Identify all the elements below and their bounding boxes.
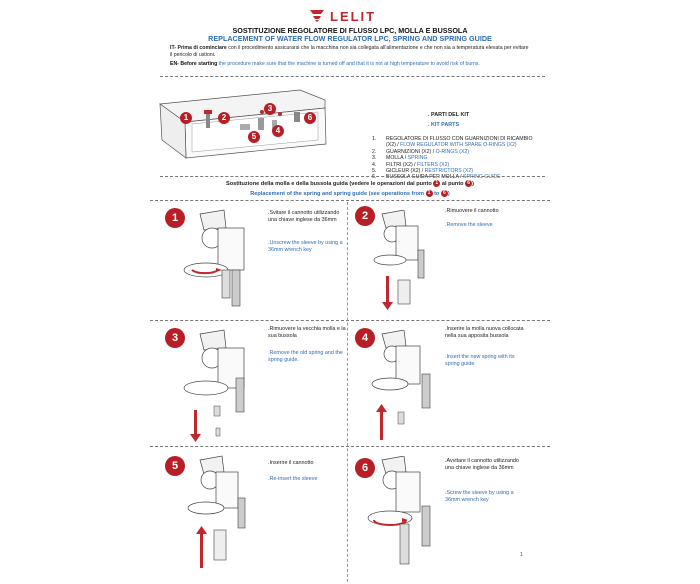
section-heading-english: Replacement of the spring and spring gui… (250, 190, 450, 197)
kit-heading-italian: . PARTI DEL KIT (428, 112, 470, 118)
kit-callout-5: 5 (248, 131, 260, 143)
lelit-logo-icon (310, 10, 324, 22)
step-5-text-italian: .Inserire il cannotto (268, 460, 314, 466)
step-6-illustration (367, 456, 431, 565)
intro-it-text: con il procedimento assicurarsi che la m… (170, 45, 529, 58)
intro-it-label: IT- Prima di cominciare (170, 45, 227, 51)
divider-steps-top (150, 200, 550, 201)
step-1-illustration (183, 209, 245, 307)
step-6-text-italian: .Avvitare il cannotto utilizzando una ch… (445, 458, 519, 472)
step-4-text-english: .Insert the new spring with its spring g… (445, 354, 515, 368)
step-2-text-italian: .Rimuovere il cannotto (445, 208, 499, 214)
step-5-text-english: .Re-insert the sleeve (268, 476, 318, 482)
kit-item: 4.FILTRI (X2) / FILTERS (X2) (372, 161, 450, 168)
title-italian: SOSTITUZIONE REGOLATORE DI FLUSSO LPC, M… (232, 26, 468, 35)
kit-heading-english: . KIT PARTS (428, 122, 460, 128)
divider-top (160, 76, 545, 77)
step-2-illustration (373, 210, 425, 310)
divider-kit (160, 176, 545, 177)
divider-row-2 (150, 446, 550, 447)
kit-callout-6: 6 (304, 112, 316, 124)
step-5-illustration (187, 455, 246, 568)
lelit-logo: LELIT (308, 8, 392, 24)
kit-item: 6.BUSSOLA GUIDA PER MOLLA / SPRING GUIDE (372, 174, 501, 181)
step-ref-dot: 1 (433, 180, 441, 187)
kit-parts-list: 1.REGOLATORE DI FLUSSO CON GUARNIZIONI D… (372, 136, 542, 181)
step-6-text-english: .Screw the sleeve by using a 36mm wrench… (445, 490, 514, 504)
intro-en-text: the procedure make sure that the machine… (217, 61, 480, 68)
step-5-badge: 5 (165, 456, 185, 476)
intro-text: IT- Prima di cominciare con il procedime… (170, 45, 530, 68)
kit-box-illustration (159, 89, 327, 159)
divider-row-1 (150, 320, 550, 321)
logo-wordmark: LELIT (330, 8, 377, 24)
page-number: 1 (520, 552, 524, 558)
kit-item: 1.REGOLATORE DI FLUSSO CON GUARNIZIONI D… (372, 136, 533, 149)
step-3-illustration (183, 329, 245, 442)
step-ref-dot: 1 (425, 190, 433, 197)
step-4-illustration (371, 330, 431, 440)
intro-italian: IT- Prima di cominciare con il procedime… (170, 45, 530, 58)
divider-column (347, 202, 348, 582)
intro-english: EN- Before starting the procedure make s… (170, 61, 530, 68)
title-english: REPLACEMENT OF WATER FLOW REGULATOR LPC,… (208, 34, 492, 43)
step-1-text-english: .Unscrew the sleeve by using a 36mm wren… (268, 240, 343, 254)
step-ref-dot: 6 (465, 180, 473, 187)
step-1-text-italian: .Svitare il cannotto utilizzando una chi… (268, 210, 340, 224)
intro-en-label: EN- Before starting (170, 61, 218, 68)
step-1-badge: 1 (165, 208, 185, 228)
step-6-badge: 6 (355, 458, 375, 478)
step-2-text-english: .Remove the sleeve (445, 222, 493, 228)
step-4-text-italian: .Inserire la molla nuova collocata nella… (445, 326, 524, 340)
kit-callout-2: 2 (218, 112, 230, 124)
kit-item: 5.GICLEUR (X2) / RESTRICTORS (X2) (372, 168, 473, 175)
section-heading-italian: Sostituzione della molla e della bussola… (225, 180, 475, 187)
step-ref-dot: 6 (440, 190, 448, 197)
step-3-badge: 3 (165, 328, 185, 348)
step-2-badge: 2 (355, 206, 375, 226)
kit-item: 3.MOLLA / SPRING (372, 155, 428, 162)
kit-callout-1: 1 (180, 112, 192, 124)
kit-item: 2.GUARNIZIONI (X2) / O-RINGS (X2) (372, 148, 470, 155)
step-3-text-italian: .Rimuovere la vecchia molla e la sua bus… (268, 326, 346, 340)
kit-callout-4: 4 (272, 125, 284, 137)
kit-callout-3: 3 (264, 103, 276, 115)
step-3-text-english: .Remove the old spring and the spring gu… (268, 350, 343, 364)
step-4-badge: 4 (355, 328, 375, 348)
